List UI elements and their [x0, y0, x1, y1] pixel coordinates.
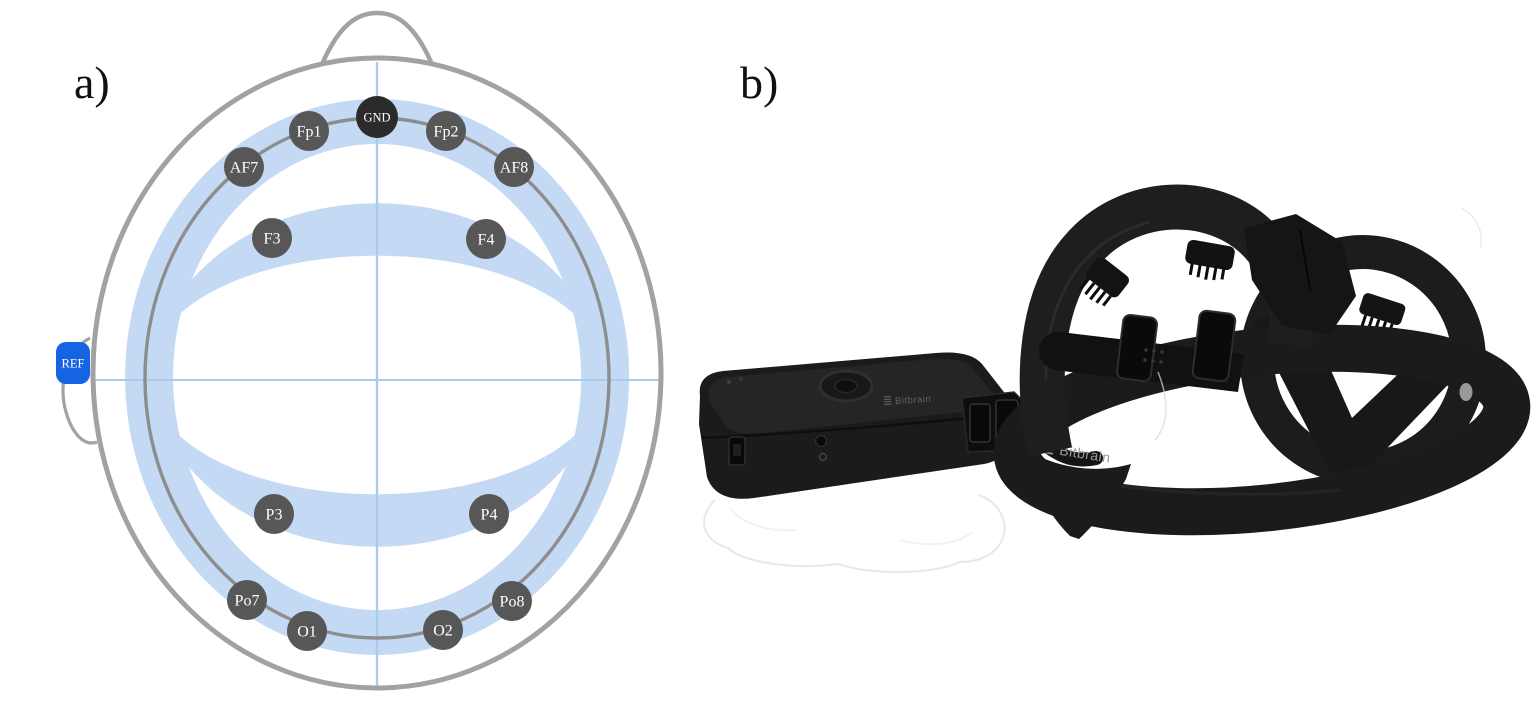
usb-port-inner	[733, 444, 741, 456]
power-icon	[818, 452, 828, 462]
electrode-o1: O1	[287, 611, 327, 651]
strap-buckle-left	[1116, 313, 1158, 383]
electrode-label: AF7	[230, 160, 258, 177]
strap-rivets	[1143, 348, 1164, 364]
electrode-marker	[252, 218, 292, 258]
electrode-label: REF	[62, 356, 85, 370]
head-outline	[90, 55, 664, 691]
electrode-fp2: Fp2	[426, 111, 466, 151]
electrode-marker	[254, 494, 294, 534]
electrode-label: F4	[478, 232, 495, 249]
electrode-marker	[227, 580, 267, 620]
mic-hole	[739, 377, 743, 381]
front-electrode-pad-top	[1185, 239, 1235, 281]
electrode-af8: AF8	[494, 147, 534, 187]
electrode-ref: REF	[56, 342, 90, 384]
electrode-marker	[56, 342, 90, 384]
electrode-label: Po8	[500, 594, 525, 611]
status-led	[727, 380, 731, 384]
electrode-fp1: Fp1	[289, 111, 329, 151]
audio-jack[interactable]	[814, 434, 828, 448]
amplifier-box: Bitbrain	[699, 352, 1012, 499]
electrode-prongs	[1188, 261, 1226, 281]
electrode-o2: O2	[423, 610, 463, 650]
panel-b-label: b)	[740, 57, 778, 108]
electrode-label: O1	[297, 624, 317, 641]
hinge-assembly	[1244, 214, 1356, 334]
amplifier-logo: Bitbrain	[883, 394, 932, 407]
electrode-marker	[287, 611, 327, 651]
electrode-label: P4	[481, 507, 498, 524]
electrode-po8: Po8	[492, 581, 532, 621]
electrode-marker	[494, 147, 534, 187]
thin-wire-top	[1461, 207, 1482, 249]
hinge-seam	[1299, 229, 1311, 291]
electrode-marker	[356, 96, 398, 138]
electrode-label: P3	[266, 507, 283, 524]
panel-b-headset-photo: b) Bitbrain	[699, 57, 1531, 573]
power-button-center	[834, 378, 858, 394]
electrode-label: F3	[264, 231, 281, 248]
electrode-marker	[469, 494, 509, 534]
shadow-outline	[703, 494, 1006, 573]
bitbrain-lines-icon	[883, 395, 892, 406]
strap-buckle-right	[1191, 309, 1237, 383]
nose	[320, 10, 434, 63]
electrode-p4: P4	[469, 494, 509, 534]
panel-a-label: a)	[74, 57, 110, 108]
electrode-label: GND	[363, 110, 390, 124]
electrode-marker	[426, 111, 466, 151]
electrode-p3: P3	[254, 494, 294, 534]
headset-logo-text: Bitbrain	[1058, 442, 1111, 466]
electrode-marker	[466, 219, 506, 259]
amplifier-logo-text: Bitbrain	[895, 394, 932, 407]
thin-wire	[1154, 371, 1167, 441]
electrode-label: Fp2	[434, 124, 459, 141]
front-pointed-piece	[1026, 450, 1131, 539]
electrode-label: Fp1	[297, 124, 322, 141]
electrode-marker	[423, 610, 463, 650]
headset: Bitbrain	[993, 184, 1531, 539]
electrode-f3: F3	[252, 218, 292, 258]
metal-pin	[1459, 383, 1473, 401]
front-electrode-pad-left	[1079, 257, 1129, 307]
headband-ring	[993, 324, 1531, 536]
electrode-marker	[492, 581, 532, 621]
electrode-marker	[224, 147, 264, 187]
electrode-label: Po7	[235, 593, 260, 610]
plug-left	[969, 403, 991, 443]
electrode-label: O2	[433, 623, 453, 640]
electrode-marker	[289, 111, 329, 151]
electrode-label: AF8	[500, 160, 528, 177]
electrode-po7: Po7	[227, 580, 267, 620]
strap-end-cap	[1039, 332, 1077, 370]
electrode-f4: F4	[466, 219, 506, 259]
electrode-af7: AF7	[224, 147, 264, 187]
electrode-gnd: GND	[356, 96, 398, 138]
strap-assembly	[1039, 309, 1244, 392]
electrode-prongs	[1079, 277, 1112, 307]
